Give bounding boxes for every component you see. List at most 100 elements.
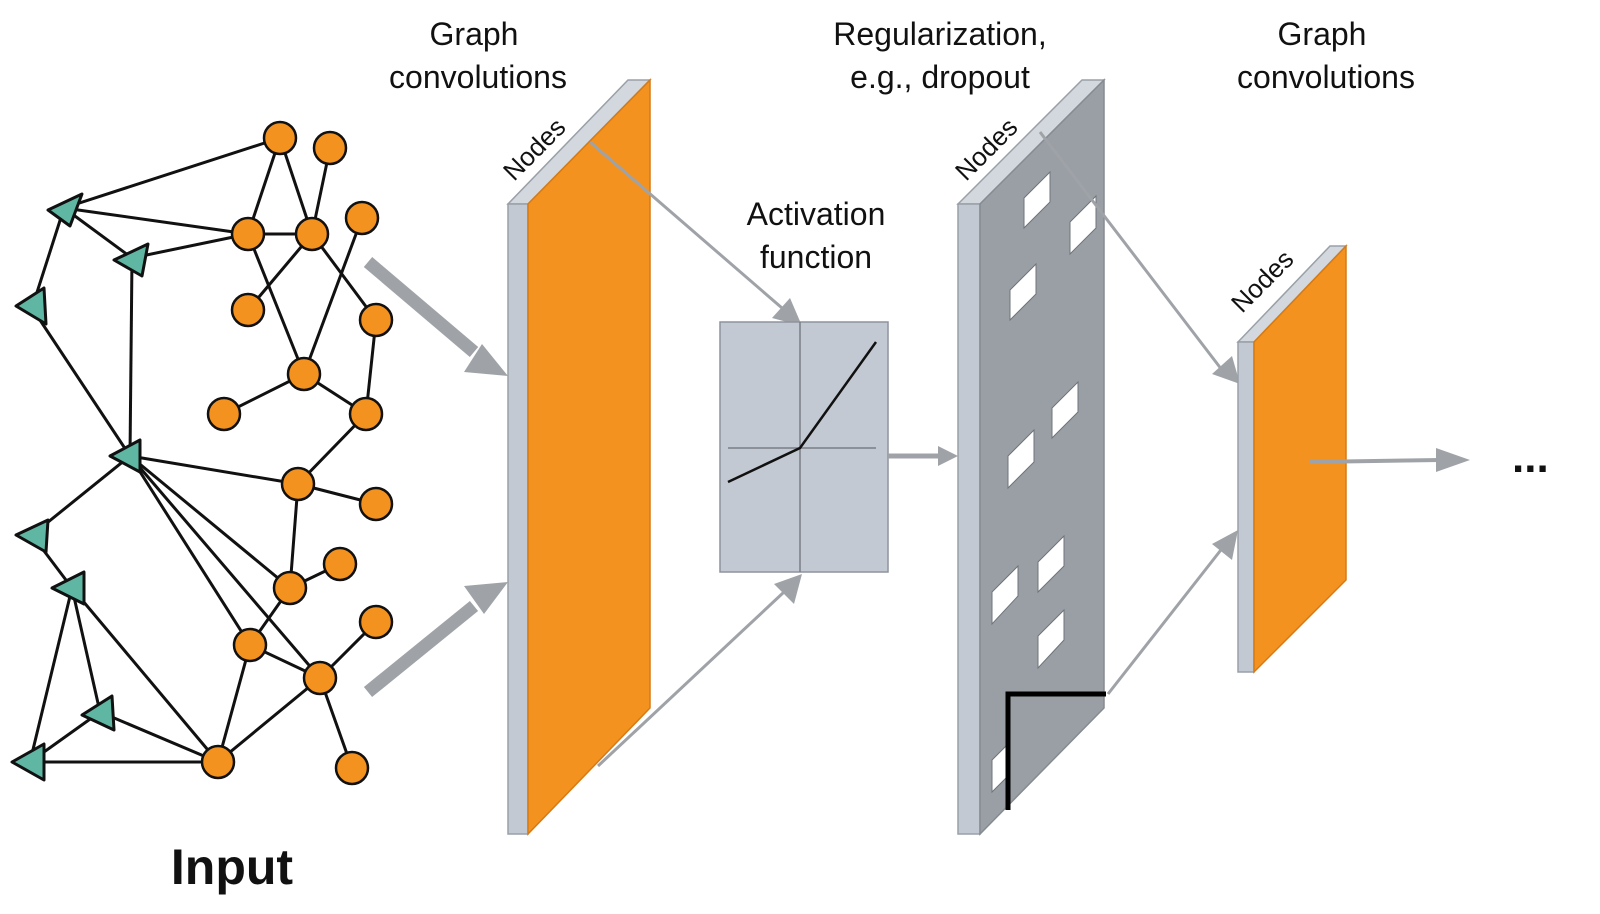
arrow-layer1-bottom-head bbox=[774, 574, 802, 604]
conv-layer-1: Nodes Graph convolutions bbox=[389, 16, 652, 836]
circle-node bbox=[302, 660, 338, 696]
dropout-layer-side bbox=[979, 78, 1105, 836]
circle-node bbox=[312, 130, 348, 166]
circle-node bbox=[280, 466, 316, 502]
dropout-layer: Nodes Regularization, e.g., dropout bbox=[833, 16, 1106, 836]
graph-conv-label-2-line1: Graph bbox=[1278, 16, 1367, 52]
graph-edge bbox=[246, 233, 306, 375]
graph-edge bbox=[310, 233, 378, 321]
arrow-layer1-top-head bbox=[772, 298, 802, 326]
output: ... bbox=[1309, 433, 1549, 482]
activation-to-dropout-arrow bbox=[888, 446, 958, 466]
circle-node bbox=[230, 292, 266, 328]
graph-conv-label-1-line2: convolutions bbox=[389, 59, 567, 95]
triangle-node bbox=[80, 694, 116, 732]
graph-edge bbox=[216, 644, 252, 763]
input-arrow-lower bbox=[363, 600, 479, 698]
circle-node bbox=[230, 216, 266, 252]
circle-node bbox=[232, 627, 268, 663]
arrow-dropout-top bbox=[1038, 131, 1224, 371]
circle-node bbox=[200, 744, 236, 780]
graph-circle-nodes bbox=[200, 120, 394, 786]
graph-edge bbox=[63, 206, 133, 260]
graph-edge bbox=[288, 483, 300, 589]
dropout-unit bbox=[1069, 194, 1097, 256]
input-label: Input bbox=[171, 839, 294, 895]
dropout-to-layer2-arrows bbox=[1038, 131, 1240, 695]
graph-edge bbox=[302, 217, 364, 375]
input-arrow-lower-head bbox=[464, 582, 508, 614]
circle-node bbox=[334, 750, 370, 786]
circle-node bbox=[348, 396, 384, 432]
input-arrow-upper bbox=[363, 257, 479, 357]
dropout-layer-front bbox=[957, 203, 981, 835]
circle-node bbox=[344, 200, 380, 236]
activation-label-line2: function bbox=[760, 239, 872, 275]
arrow-dropout-bottom-head bbox=[1212, 530, 1238, 560]
arrow-activation-out-head bbox=[938, 446, 958, 466]
triangle-node bbox=[14, 286, 48, 326]
dropout-unit bbox=[1037, 534, 1065, 594]
graph-edge bbox=[131, 232, 249, 260]
output-arrow bbox=[1309, 458, 1441, 464]
arrow-dropout-bottom bbox=[1106, 545, 1226, 695]
circle-node bbox=[262, 120, 298, 156]
ellipsis-label: ... bbox=[1512, 433, 1549, 482]
graph-edge bbox=[217, 676, 321, 764]
dropped-units bbox=[991, 170, 1097, 794]
conv-layer-2: Nodes Graph convolutions bbox=[1225, 16, 1415, 674]
dropout-unit bbox=[1051, 380, 1079, 440]
triangle-node bbox=[46, 192, 84, 228]
graph-edge bbox=[70, 587, 220, 763]
graph-edge bbox=[128, 257, 134, 457]
output-arrow-head bbox=[1436, 448, 1470, 472]
graph-edge bbox=[128, 455, 252, 646]
graph-conv-label-1-line1: Graph bbox=[430, 16, 519, 52]
arrow-layer1-top bbox=[589, 140, 783, 310]
conv-layer-2-side bbox=[1253, 244, 1347, 674]
triangle-node bbox=[10, 742, 46, 782]
graph-edge bbox=[30, 307, 132, 457]
input-arrows bbox=[363, 257, 508, 698]
dropout-unit bbox=[1007, 428, 1035, 490]
graph-conv-label-2-line2: convolutions bbox=[1237, 59, 1415, 95]
input-graph: Input bbox=[10, 120, 394, 895]
dropout-unit bbox=[1009, 262, 1037, 322]
input-arrow-upper-head bbox=[464, 344, 508, 376]
activation-label-line1: Activation bbox=[747, 196, 886, 232]
circle-node bbox=[294, 216, 330, 252]
regularization-label-line2: e.g., dropout bbox=[850, 59, 1030, 95]
graph-edge bbox=[129, 454, 299, 486]
arrow-layer1-bottom bbox=[596, 590, 786, 768]
circle-node bbox=[206, 396, 242, 432]
circle-node bbox=[358, 604, 394, 640]
circle-node bbox=[272, 570, 308, 606]
conv-layer-1-side bbox=[527, 78, 651, 836]
conv-layer-2-front bbox=[1237, 341, 1255, 673]
circle-node bbox=[358, 486, 394, 522]
graph-edge bbox=[70, 587, 102, 713]
activation-function: Activation function bbox=[719, 196, 889, 573]
dropout-unit bbox=[991, 564, 1019, 626]
triangle-node bbox=[14, 518, 50, 554]
triangle-node bbox=[108, 438, 142, 474]
circle-node bbox=[286, 356, 322, 392]
graph-edge bbox=[28, 587, 74, 763]
graph-edge bbox=[63, 206, 249, 236]
graph-edge bbox=[129, 454, 291, 590]
graph-triangle-nodes bbox=[10, 192, 150, 782]
triangle-node bbox=[50, 570, 86, 606]
dropout-unit bbox=[1037, 608, 1065, 670]
arrow-dropout-top-head bbox=[1212, 356, 1240, 384]
graph-edge bbox=[99, 710, 219, 764]
graph-edge bbox=[128, 455, 322, 679]
dropout-unit bbox=[1023, 170, 1051, 230]
layer1-to-activation-arrows bbox=[589, 140, 802, 768]
circle-node bbox=[322, 546, 358, 582]
conv-layer-1-front bbox=[507, 203, 529, 835]
activation-curve bbox=[727, 341, 878, 484]
graph-edge bbox=[63, 136, 281, 210]
dropout-bracket bbox=[1005, 691, 1106, 810]
triangle-node bbox=[112, 242, 150, 278]
